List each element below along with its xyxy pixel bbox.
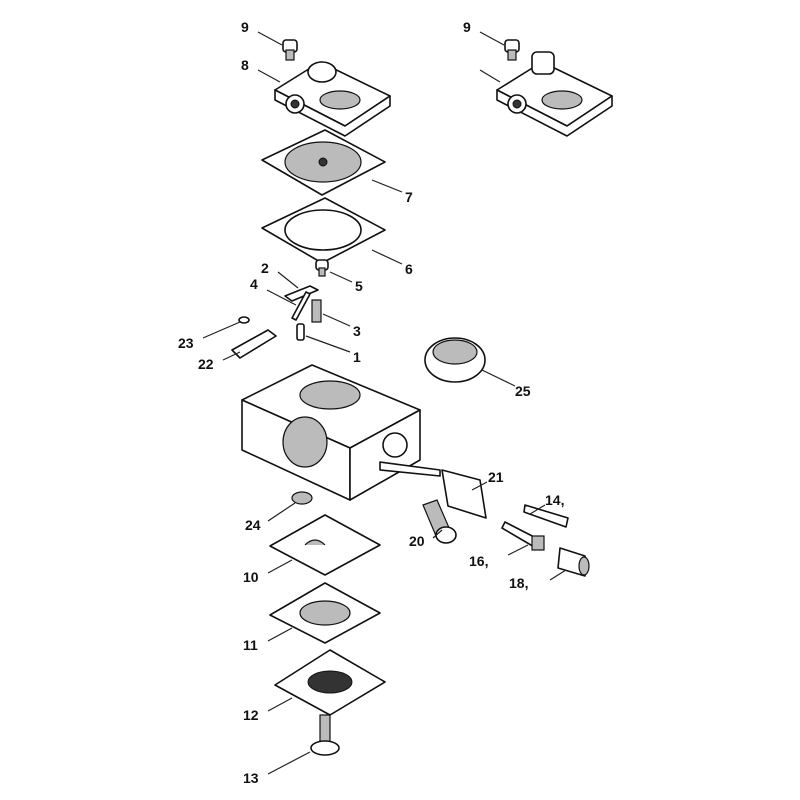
part-8-cover-left[interactable] — [274, 61, 391, 137]
part-23-clip[interactable] — [238, 316, 250, 324]
callout-5: 5 — [355, 278, 363, 294]
callout-9-left: 9 — [241, 19, 249, 35]
leader-lines — [202, 31, 567, 775]
part-2-lever[interactable] — [284, 285, 319, 302]
callout-23: 23 — [178, 335, 194, 351]
part-24-screen[interactable] — [291, 491, 313, 505]
callout-16: 16, — [469, 553, 488, 569]
part-25-intake[interactable] — [424, 337, 486, 383]
part-1-needle[interactable] — [296, 323, 305, 341]
part-4-pin[interactable] — [291, 291, 311, 321]
callout-22: 22 — [198, 356, 214, 372]
part-9-screw-right[interactable] — [504, 39, 520, 61]
callout-14: 14, — [545, 492, 564, 508]
part-9-screw-left[interactable] — [282, 39, 298, 61]
callout-13: 13 — [243, 770, 259, 786]
callout-6: 6 — [405, 261, 413, 277]
part-14-adjusting-screw[interactable] — [523, 504, 569, 528]
callout-25: 25 — [515, 383, 531, 399]
part-3-spring[interactable] — [311, 299, 322, 323]
callout-3: 3 — [353, 323, 361, 339]
part-7-diaphragm[interactable] — [261, 129, 386, 196]
callout-7: 7 — [405, 189, 413, 205]
callout-10: 10 — [243, 569, 259, 585]
callout-1: 1 — [353, 349, 361, 365]
part-16-adjusting-screw[interactable] — [501, 521, 545, 551]
callout-11: 11 — [243, 637, 258, 653]
callout-9-right: 9 — [463, 19, 471, 35]
callout-21: 21 — [488, 469, 504, 485]
callout-4: 4 — [250, 276, 258, 292]
part-21-sleeve[interactable] — [441, 469, 487, 519]
callout-24: 24 — [245, 517, 261, 533]
part-18-cap[interactable] — [557, 547, 590, 577]
callout-2: 2 — [261, 260, 269, 276]
part-8-cover-right-variant[interactable] — [496, 51, 613, 137]
callout-18: 18, — [509, 575, 528, 591]
part-10-gasket[interactable] — [269, 514, 381, 576]
part-13-screw[interactable] — [310, 714, 340, 756]
carburettor-body[interactable] — [241, 364, 441, 501]
part-5-screw[interactable] — [315, 259, 329, 277]
callout-12: 12 — [243, 707, 259, 723]
part-11-pump-diaphragm[interactable] — [269, 582, 381, 644]
part-6-gasket[interactable] — [261, 197, 386, 264]
part-22-lever[interactable] — [231, 329, 277, 359]
part-12-end-cover[interactable] — [274, 649, 386, 716]
callout-8: 8 — [241, 57, 249, 73]
callout-20: 20 — [409, 533, 425, 549]
